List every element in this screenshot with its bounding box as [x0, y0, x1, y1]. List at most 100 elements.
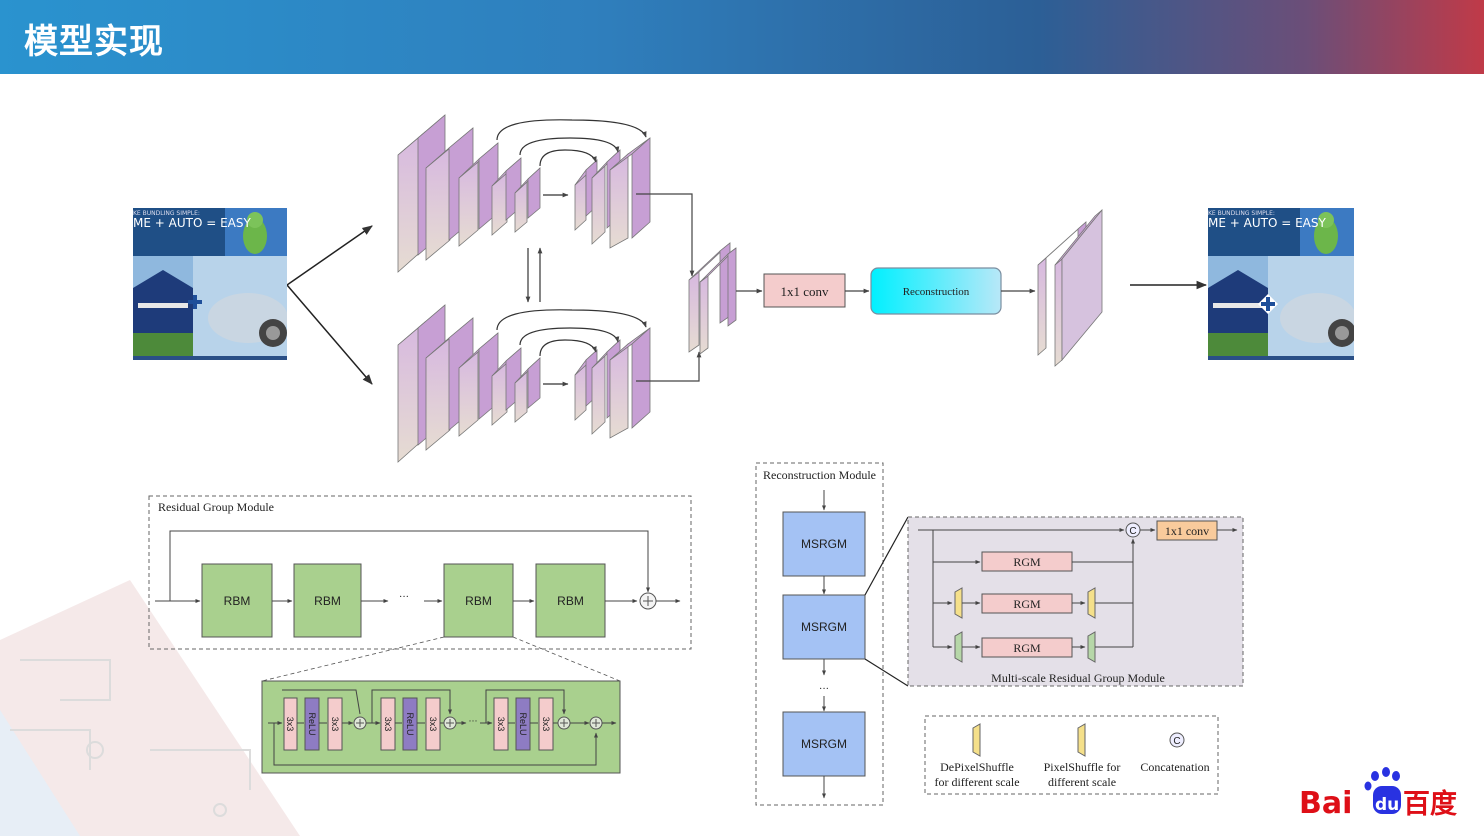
- rbm-block-4: [535, 563, 606, 638]
- legend-frame: [924, 715, 1219, 795]
- zoom-guide-right: [512, 636, 621, 682]
- logo-text-bai: Bai: [1299, 786, 1352, 821]
- feature-slab: [458, 332, 499, 437]
- reconstruction-module-frame: [755, 462, 884, 806]
- output-feature-block: [1037, 208, 1103, 367]
- legend-concat-icon: C: [1169, 732, 1185, 748]
- rbm-block-3: [443, 563, 514, 638]
- rbm-relu-cell: [304, 697, 320, 751]
- rgm-box-1-label: RGM: [1013, 555, 1041, 569]
- rbm-block-2: [293, 563, 362, 638]
- msrgm-block-2-label: MSRGM: [801, 620, 847, 634]
- conv-1x1-label: 1x1 conv: [780, 284, 829, 299]
- input-to-bottom-branch-arrow: [286, 284, 373, 385]
- feature-slab: [491, 347, 522, 426]
- rbm-conv-label: 3x3: [496, 717, 506, 732]
- svg-text:C: C: [1129, 526, 1136, 537]
- rgm-add-node: [639, 592, 657, 610]
- rbm-block-4-label: RBM: [557, 594, 584, 608]
- input-image: KE BUNDLING SIMPLE: ME + AUTO = EASY: [133, 208, 287, 360]
- feature-slab: [574, 349, 598, 421]
- reconstruction-label: Reconstruction: [903, 286, 970, 298]
- feature-slab: [609, 327, 651, 439]
- rbm-add-node: [353, 716, 367, 730]
- rbm-block-1: [201, 563, 273, 638]
- rbm-add-node: [557, 716, 571, 730]
- output-image-caption-2: ME + AUTO = EASY: [1208, 216, 1326, 230]
- legend-pixelshuffle-line2: different scale: [1048, 775, 1116, 789]
- pixelshuffle-icon: [1087, 587, 1096, 619]
- top-branch-output-arrow: [636, 193, 695, 277]
- header-bar: 模型实现: [0, 0, 1484, 74]
- rgm-box-2-label: RGM: [1013, 597, 1041, 611]
- rbm-detail-flow: [268, 689, 598, 766]
- top-unet-branch: [397, 114, 651, 273]
- legend-concat-label: Concatenation: [1140, 760, 1209, 774]
- recon-ellipsis: ···: [819, 684, 829, 695]
- rbm-relu-cell: [402, 697, 418, 751]
- reconstruction-module-title: Reconstruction Module: [763, 468, 876, 482]
- rbm-conv-cell: [283, 697, 298, 751]
- rbm-relu-label: ReLU: [405, 712, 415, 735]
- bottom-unet-branch: [397, 304, 651, 463]
- rbm-final-add-node: [589, 716, 603, 730]
- rbm-conv-label: 3x3: [330, 717, 340, 732]
- output-image: KE BUNDLING SIMPLE: ME + AUTO = EASY: [1208, 208, 1354, 360]
- logo-text-du: du: [1375, 795, 1399, 815]
- bottom-skip-connections: [496, 309, 647, 357]
- fusion-feature-block: [688, 242, 737, 355]
- feature-slab: [514, 357, 541, 423]
- pixelshuffle-icon: [1087, 631, 1096, 663]
- legend-depixelshuffle-icon: [972, 723, 981, 757]
- rbm-add-node: [443, 716, 457, 730]
- residual-group-module-title: Residual Group Module: [158, 500, 274, 514]
- background-decoration: [0, 580, 300, 836]
- input-image-caption-2: ME + AUTO = EASY: [133, 216, 251, 230]
- msrgm-conv-label: 1x1 conv: [1165, 524, 1209, 538]
- conv-1x1-box: [763, 273, 846, 308]
- input-image-caption-1: KE BUNDLING SIMPLE:: [133, 210, 200, 217]
- logo-text-cn: 百度: [1403, 788, 1457, 820]
- rbm-conv-cell: [327, 697, 343, 751]
- feature-slab: [458, 142, 499, 247]
- feature-slab: [609, 137, 651, 249]
- output-image-caption-1: KE BUNDLING SIMPLE:: [1208, 210, 1275, 217]
- rbm-conv-label: 3x3: [428, 717, 438, 732]
- rbm-block-2-label: RBM: [314, 594, 341, 608]
- depixelshuffle-icon: [954, 587, 963, 619]
- legend-depixelshuffle-line2: for different scale: [934, 775, 1019, 789]
- rbm-conv-cell: [538, 697, 554, 751]
- baidu-logo: Bai du 百度: [1297, 766, 1467, 822]
- feature-slab: [491, 157, 522, 236]
- rgm-ellipsis: ···: [399, 592, 409, 603]
- zoom-guide-left: [261, 636, 445, 682]
- page-title: 模型实现: [24, 22, 164, 62]
- rgm-skip-connection: [169, 530, 650, 601]
- input-to-top-branch-arrow: [286, 225, 373, 286]
- rbm-conv-cell: [493, 697, 509, 751]
- concat-node: C: [1125, 522, 1141, 538]
- rbm-conv-cell: [425, 697, 441, 751]
- feature-slab: [514, 167, 541, 233]
- rbm-relu-label: ReLU: [518, 712, 528, 735]
- legend-pixelshuffle-icon: [1077, 723, 1086, 757]
- legend-pixelshuffle-line1: PixelShuffle for: [1044, 760, 1121, 774]
- top-skip-connections: [496, 119, 647, 167]
- msrgm-block-2: [782, 594, 866, 660]
- depixelshuffle-icon: [954, 631, 963, 663]
- msrgm-block-1-label: MSRGM: [801, 537, 847, 551]
- msrgm-block-3-label: MSRGM: [801, 737, 847, 751]
- rbm-block-1-label: RBM: [224, 594, 251, 608]
- msrgm-zoom-line-top: [864, 516, 909, 596]
- legend-depixelshuffle-line1: DePixelShuffle: [940, 760, 1014, 774]
- svg-text:C: C: [1173, 736, 1180, 747]
- rbm-conv-label: 3x3: [541, 717, 551, 732]
- rbm-conv-cell: [380, 697, 396, 751]
- rbm-conv-label: 3x3: [383, 717, 393, 732]
- msrgm-detail-frame: [907, 516, 1244, 687]
- msrgm-detail-title: Multi-scale Residual Group Module: [991, 671, 1165, 685]
- bottom-branch-output-arrow: [636, 351, 702, 382]
- paw-icon: [1364, 767, 1400, 791]
- residual-group-module-frame: [148, 495, 692, 650]
